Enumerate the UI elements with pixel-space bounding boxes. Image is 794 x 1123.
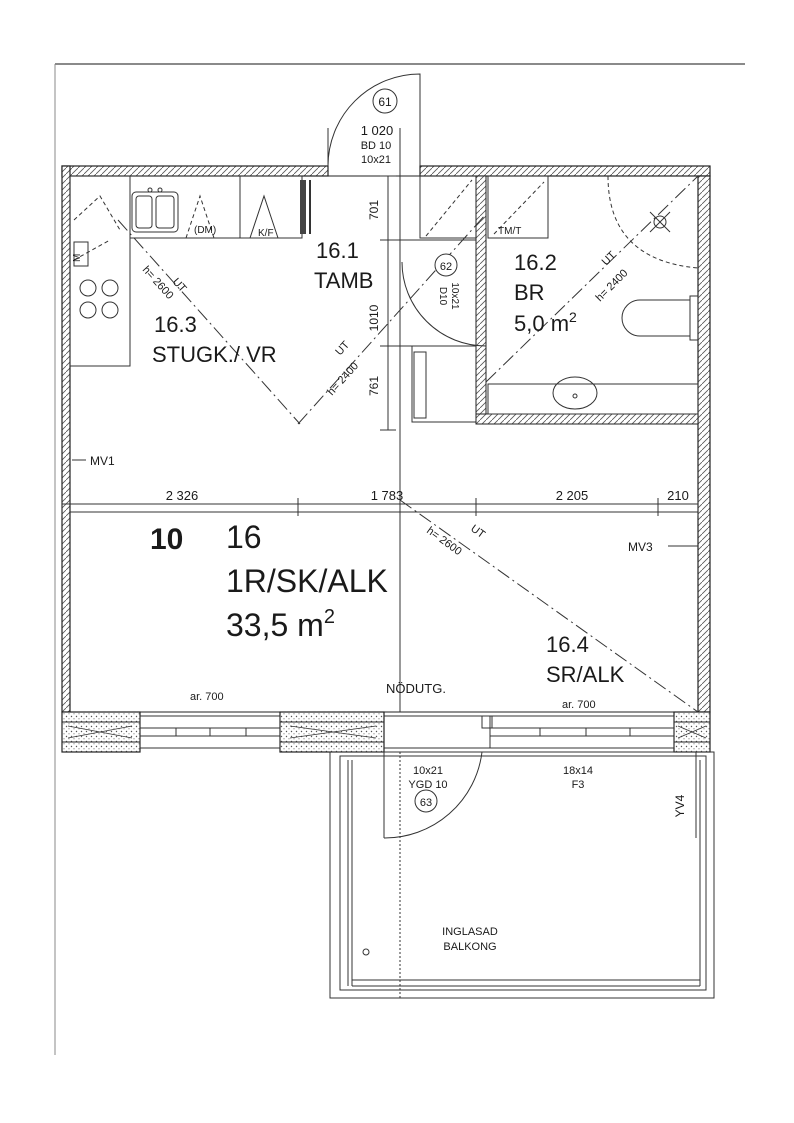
bottom-windows bbox=[139, 715, 675, 749]
window-balcony-type: F3 bbox=[572, 779, 585, 791]
bath-area: 5,0 m2 bbox=[514, 309, 577, 336]
dim-2: 1 783 bbox=[371, 488, 404, 503]
ceiling-h-hall: h= 2400 bbox=[325, 360, 361, 398]
apartment-type: 1R/SK/ALK bbox=[226, 563, 388, 599]
dim-3: 2 205 bbox=[556, 488, 589, 503]
dim-v3: 761 bbox=[367, 376, 381, 396]
ceiling-lines bbox=[117, 175, 699, 713]
balcony bbox=[329, 751, 715, 1000]
door-swings bbox=[327, 73, 487, 839]
label-mv1: MV1 bbox=[90, 454, 115, 468]
balcony-label-1: INGLASAD bbox=[442, 926, 498, 938]
label-dm: (DM) bbox=[194, 225, 216, 236]
ceiling-ut-bath: UT bbox=[600, 249, 619, 268]
sleep-number: 16.4 bbox=[546, 632, 589, 657]
apartment-area: 33,5 m2 bbox=[226, 606, 335, 643]
door-balcony-type: YGD 10 bbox=[408, 779, 447, 791]
door-bath-tag: 62 bbox=[440, 261, 452, 273]
label-kf: K/F bbox=[258, 228, 274, 239]
sleep-name: SR/ALK bbox=[546, 662, 625, 687]
label-tmt: TM/T bbox=[498, 226, 521, 237]
ceiling-ut-hall: UT bbox=[333, 339, 352, 358]
apartment-number: 16 bbox=[226, 519, 262, 555]
door-top-tag: 61 bbox=[378, 95, 392, 109]
door-top-size: 10x21 bbox=[361, 154, 391, 166]
ceiling-ut-sleep: UT bbox=[468, 523, 487, 541]
door-balcony-tag: 63 bbox=[420, 797, 432, 809]
dimension-lines bbox=[61, 128, 699, 547]
label-ar-right: ar. 700 bbox=[562, 699, 596, 711]
label-nodutg: NÖDUTG. bbox=[386, 681, 446, 696]
dim-1: 2 326 bbox=[166, 488, 199, 503]
door-tag-circles bbox=[372, 88, 458, 813]
living-name: STUGK./ VR bbox=[152, 342, 277, 367]
label-yv4: YV4 bbox=[673, 794, 687, 817]
door-top-width: 1 020 bbox=[361, 123, 394, 138]
dim-4: 210 bbox=[667, 488, 689, 503]
door-bath-size: 10x21 bbox=[449, 282, 460, 310]
window-balcony-size: 18x14 bbox=[563, 765, 593, 777]
hall-name: TAMB bbox=[314, 268, 373, 293]
dim-v2: 1010 bbox=[367, 304, 381, 331]
door-bath-type: D10 bbox=[437, 287, 448, 306]
hall-number: 16.1 bbox=[316, 238, 359, 263]
balcony-label-2: BALKONG bbox=[443, 941, 496, 953]
ceiling-h-bath: h= 2400 bbox=[594, 267, 631, 304]
apartment-floor: 10 bbox=[150, 523, 183, 556]
door-balcony-size: 10x21 bbox=[413, 765, 443, 777]
door-top-type: BD 10 bbox=[361, 140, 392, 152]
label-mv3: MV3 bbox=[628, 540, 653, 554]
bath-number: 16.2 bbox=[514, 250, 557, 275]
living-number: 16.3 bbox=[154, 312, 197, 337]
kitchen-counter bbox=[69, 175, 303, 367]
bath-name: BR bbox=[514, 280, 545, 305]
label-m: M bbox=[72, 254, 83, 262]
label-ar-left: ar. 700 bbox=[190, 691, 224, 703]
dim-v1: 701 bbox=[367, 200, 381, 220]
kitchen-wall-block bbox=[300, 180, 306, 234]
ceiling-h-sleep: h= 2600 bbox=[424, 525, 463, 558]
